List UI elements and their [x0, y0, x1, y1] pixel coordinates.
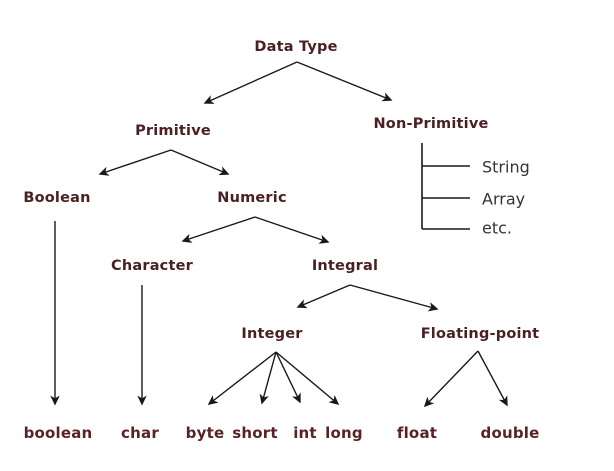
edge-floatingpoint-float: [423, 350, 479, 408]
node-primitive: Primitive: [135, 123, 211, 139]
edge-floatingpoint-double: [477, 350, 508, 407]
edge-primitive-boolean: [98, 149, 172, 176]
edge-datatype-primitive: [203, 61, 298, 104]
edge-numeric-character: [181, 216, 256, 243]
node-double-leaf: double: [480, 424, 540, 442]
node-byte-leaf: byte: [185, 424, 225, 442]
node-long-leaf: long: [325, 424, 363, 442]
node-non-primitive: Non-Primitive: [373, 116, 489, 132]
edge-datatype-nonprimitive: [296, 61, 393, 102]
node-char-leaf: char: [121, 424, 159, 442]
node-int-leaf: int: [293, 424, 317, 442]
node-etc: etc.: [482, 218, 512, 238]
node-data-type: Data Type: [254, 39, 338, 55]
node-floating-point: Floating-point: [420, 326, 540, 342]
node-string: String: [482, 157, 530, 177]
edge-integer-int: [275, 351, 301, 404]
edge-integral-floatingpoint: [349, 284, 439, 312]
node-array: Array: [482, 189, 526, 209]
edge-integral-integer: [296, 284, 351, 309]
node-numeric: Numeric: [217, 190, 287, 206]
edge-integer-long: [275, 351, 340, 406]
edge-numeric-integral: [254, 216, 330, 244]
node-integral: Integral: [311, 258, 379, 274]
node-boolean-leaf: boolean: [23, 424, 93, 442]
node-boolean-category: Boolean: [23, 190, 91, 206]
node-float-leaf: float: [396, 424, 438, 442]
node-short-leaf: short: [232, 424, 278, 442]
edge-integer-short: [259, 351, 277, 405]
edge-integer-byte: [207, 351, 277, 405]
node-character: Character: [111, 258, 193, 274]
node-integer: Integer: [241, 326, 303, 342]
edge-primitive-numeric: [170, 149, 230, 176]
